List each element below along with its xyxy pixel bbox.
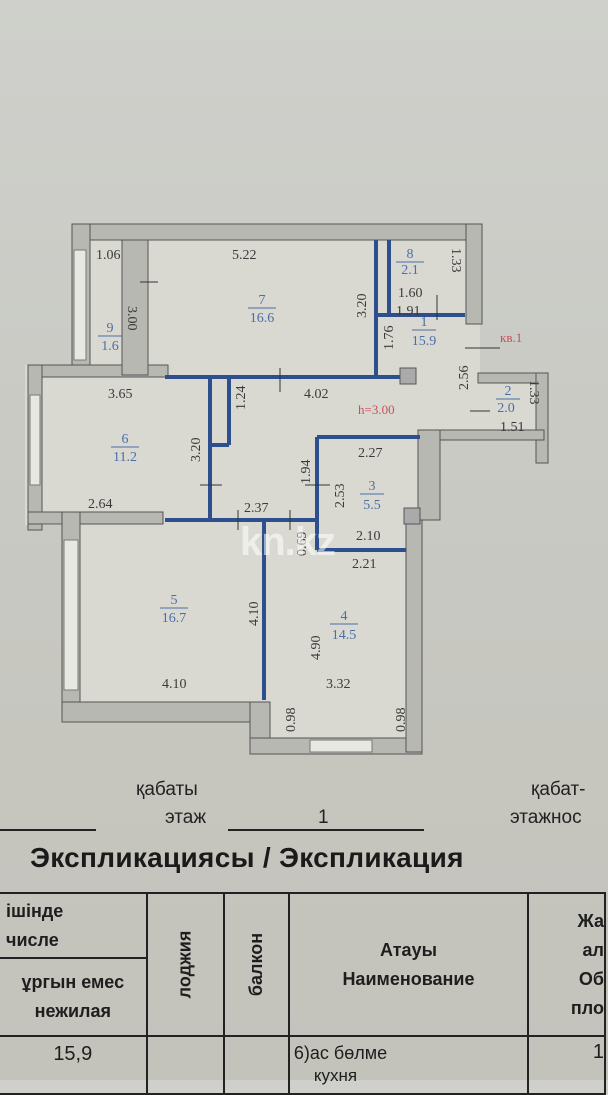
dim-1-33-top: 1.33 (448, 248, 463, 273)
dim-3-20-left: 3.20 (189, 438, 204, 463)
table-row: 15,9 6)ас бөлме кухня 1 (0, 1035, 606, 1095)
dim-1-24: 1.24 (234, 386, 249, 411)
header-balcony-label: балкон (245, 932, 266, 997)
dim-2-56: 2.56 (457, 366, 472, 391)
room-2-area: 2.0 (497, 401, 515, 416)
cell-nonresidential: 15,9 (0, 1035, 148, 1095)
room-1-area: 15.9 (412, 334, 437, 349)
cell-total: 1 (527, 1035, 606, 1095)
floor-info: қабаты этаж 1 қабат- этажнос (0, 775, 608, 835)
floor-label-kz: қабаты (136, 779, 198, 800)
floors-label-ru: этажнос (510, 807, 582, 828)
dim-1-06: 1.06 (96, 248, 121, 263)
watermark: kn.kz (240, 520, 336, 564)
floors-label-kz: қабат- (531, 779, 586, 800)
dim-3-65: 3.65 (108, 387, 133, 402)
dim-0-98-left: 0.98 (284, 708, 299, 733)
header-nonresidential: ұргын емес нежилая (0, 957, 148, 1037)
ceiling-height: h=3.00 (358, 402, 395, 417)
dim-4-90: 4.90 (309, 636, 324, 661)
dim-2-21: 2.21 (352, 557, 377, 572)
dim-4-10-vertical: 4.10 (247, 602, 262, 627)
dim-1-33-right: 1.33 (526, 380, 541, 405)
header-name: Атауы Наименование (287, 892, 530, 1037)
header-name-ru: Наименование (342, 968, 475, 989)
dim-2-10: 2.10 (356, 529, 381, 544)
room-6-number: 6 (122, 432, 129, 447)
room-8-number: 8 (407, 247, 414, 262)
explication-table: ішінде числе лоджия балкон Атауы Наимено… (0, 892, 606, 1095)
room-9-number: 9 (107, 321, 114, 336)
dim-3-20-top: 3.20 (355, 294, 370, 319)
dim-0-69: 0.69 (295, 532, 310, 557)
header-including: ішінде числе (0, 892, 148, 959)
header-total-line2: ал (582, 939, 604, 960)
underline-left (0, 829, 96, 831)
header-nonresidential-ru: нежилая (34, 1001, 111, 1021)
room-7-area: 16.6 (250, 311, 275, 326)
floor-value: 1 (318, 807, 329, 828)
cell-name: 6)ас бөлме кухня (287, 1035, 530, 1095)
dim-2-27: 2.27 (358, 446, 383, 461)
cell-name-ru: кухня (313, 1066, 358, 1085)
room-9-area: 1.6 (101, 339, 119, 354)
room-3-number: 3 (369, 479, 376, 494)
dim-3-32: 3.32 (326, 677, 351, 692)
header-including-ru: числе (6, 929, 59, 950)
cell-loggia (145, 1035, 225, 1095)
room-8-area: 2.1 (401, 263, 419, 278)
cell-balcony (222, 1035, 290, 1095)
header-loggia: лоджия (145, 892, 225, 1037)
floor-label-ru: этаж (165, 807, 207, 828)
cell-name-kz: 6)ас бөлме (293, 1043, 388, 1063)
header-nonresidential-kz: ұргын емес (21, 972, 125, 992)
dim-3-00: 3.00 (124, 306, 139, 331)
room-1-number: 1 (421, 315, 428, 330)
header-total-line1: Жа (577, 910, 604, 931)
header-total-area: Жа ал Об пло (527, 892, 606, 1037)
dim-0-98-right: 0.98 (394, 708, 409, 733)
room-2-number: 2 (505, 384, 512, 399)
dim-2-64: 2.64 (88, 497, 113, 512)
dim-1-91: 1.91 (396, 304, 421, 319)
dim-2-53: 2.53 (333, 484, 348, 509)
dim-4-02: 4.02 (304, 387, 329, 402)
room-6-area: 11.2 (113, 450, 137, 465)
room-5-area: 16.7 (162, 611, 187, 626)
dim-5-22: 5.22 (232, 248, 257, 263)
room-7-number: 7 (259, 293, 266, 308)
explication-title: Экспликациясы / Экспликация (30, 842, 464, 873)
header-including-kz: ішінде (6, 900, 64, 921)
dim-4-10-horizontal: 4.10 (162, 677, 187, 692)
header-total-line4: пло (570, 997, 604, 1018)
dim-1-51: 1.51 (500, 420, 525, 435)
floor-plan: 1 15.9 2 2.0 3 5.5 4 14.5 5 16.7 6 11.2 … (25, 223, 549, 755)
room-3-area: 5.5 (363, 498, 381, 513)
dim-2-37: 2.37 (244, 501, 269, 516)
room-4-number: 4 (341, 609, 348, 624)
header-total-line3: Об (578, 968, 604, 989)
header-loggia-label: лоджия (174, 930, 195, 999)
room-4-area: 14.5 (332, 628, 357, 643)
room-5-number: 5 (171, 593, 178, 608)
header-name-kz: Атауы (379, 939, 437, 960)
header-balcony: балкон (222, 892, 290, 1037)
floor-value-underline (228, 829, 424, 831)
dim-1-76: 1.76 (382, 326, 397, 351)
dim-1-94: 1.94 (299, 460, 314, 485)
dim-1-60: 1.60 (398, 286, 423, 301)
apartment-label: кв.1 (500, 330, 522, 345)
